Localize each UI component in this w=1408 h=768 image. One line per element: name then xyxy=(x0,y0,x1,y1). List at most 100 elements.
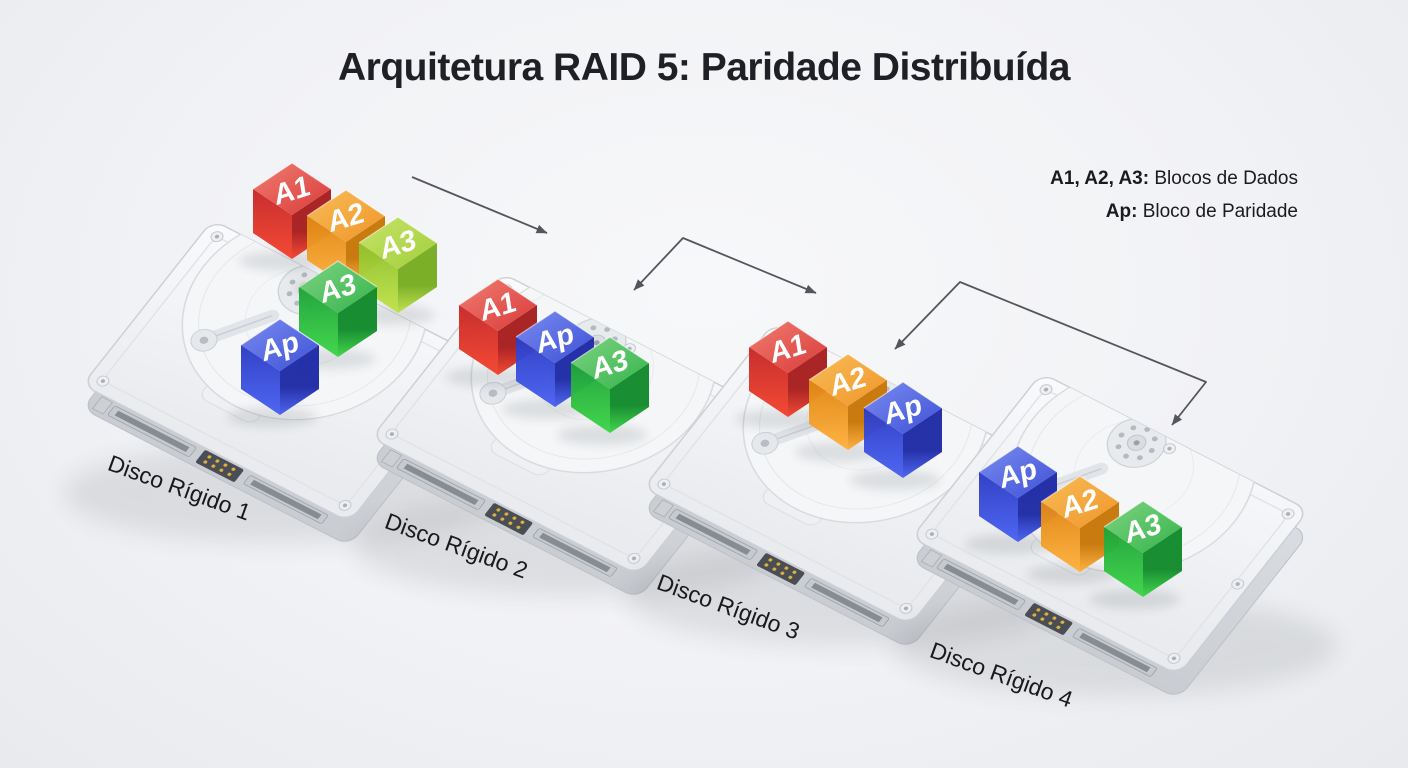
cube-top-highlight xyxy=(1040,475,1120,503)
cube-top-highlight xyxy=(240,318,320,346)
cube-top-highlight xyxy=(358,216,438,244)
jumper-pin xyxy=(512,516,517,520)
actuator-pivot-screw xyxy=(760,439,770,447)
data-block-cube: Ap xyxy=(227,318,320,427)
jumper-block xyxy=(484,503,533,535)
corner-screw-dot xyxy=(100,379,106,383)
cube-left-face xyxy=(864,408,903,478)
cube-shadow xyxy=(735,409,825,429)
cube-shadow xyxy=(795,442,885,462)
mount-notch xyxy=(652,499,675,518)
jumper-pin xyxy=(516,525,521,529)
hub-bolt xyxy=(1118,432,1125,438)
power-slot xyxy=(250,479,322,520)
cube-left-face xyxy=(571,363,610,433)
cube-top-highlight xyxy=(748,320,828,348)
cube-shadow xyxy=(557,425,647,445)
corner-screw-dot xyxy=(1171,656,1177,661)
jumper-pin xyxy=(504,512,509,516)
corner-screw-dot xyxy=(929,532,935,536)
cube-shadow xyxy=(965,534,1055,554)
power-slot xyxy=(811,582,883,623)
corner-screw-dot xyxy=(214,234,220,239)
mount-notch xyxy=(920,549,943,568)
hub-bolt xyxy=(1115,444,1122,450)
legend-parity-desc: Bloco de Paridade xyxy=(1142,201,1298,222)
jumper-pin xyxy=(768,558,773,562)
jumper-pin xyxy=(784,566,789,570)
jumper-pin xyxy=(223,463,228,467)
hub-center-dot xyxy=(1133,440,1140,446)
hub-bolt xyxy=(1123,453,1130,459)
sata-slot xyxy=(403,463,479,505)
cube-top-highlight xyxy=(252,162,332,190)
jumper-pin xyxy=(231,467,236,471)
cube-left-face xyxy=(253,189,292,259)
corner-screw-dot xyxy=(631,556,637,561)
corner-screw-dot xyxy=(389,432,395,436)
hub-bolt xyxy=(289,279,296,285)
cube-shadow xyxy=(1027,564,1117,584)
corner-screw-dot xyxy=(903,606,909,611)
sata-slot xyxy=(675,513,751,555)
jumper-pin xyxy=(508,521,513,525)
cube-shadow xyxy=(850,470,940,490)
jumper-pin xyxy=(492,513,497,517)
corner-screw-dot xyxy=(1285,512,1291,516)
legend-line-data: A1, A2, A3: Blocos de Dados xyxy=(1050,162,1298,195)
power-slot xyxy=(1079,632,1151,673)
cube-left-face xyxy=(749,347,788,417)
sata-slot xyxy=(114,410,190,452)
data-block-cube: A1 xyxy=(239,162,332,271)
jumper-pin xyxy=(227,472,232,476)
legend: A1, A2, A3: Blocos de Dados Ap: Bloco de… xyxy=(1050,162,1298,228)
sata-slot xyxy=(943,563,1019,605)
jumper-pin xyxy=(1032,613,1037,617)
cube-top-highlight xyxy=(863,381,943,409)
cube-left-face xyxy=(241,345,280,415)
cube-right-face xyxy=(1143,527,1182,597)
jumper-pin xyxy=(1056,625,1061,629)
stripe-arrow-1 xyxy=(411,176,548,234)
hub-bolt xyxy=(1148,448,1155,454)
hub-center-dot xyxy=(593,340,600,346)
mount-notch xyxy=(91,396,114,415)
jumper-pin xyxy=(219,468,224,472)
cube-top-highlight xyxy=(1103,500,1183,528)
cube-right-face xyxy=(280,345,319,415)
jumper-pin xyxy=(792,570,797,574)
cube-left-face xyxy=(1041,502,1080,572)
cube-left-face xyxy=(299,287,338,357)
jumper-block xyxy=(756,553,805,585)
power-slot xyxy=(539,532,611,573)
spindle-hub xyxy=(1106,417,1167,468)
stripe-arrow-2 xyxy=(633,237,817,294)
jumper-block xyxy=(1024,603,1073,635)
cube-top-highlight xyxy=(306,189,386,217)
cube-left-face xyxy=(979,472,1018,542)
data-block-cube: A3 xyxy=(557,336,650,445)
cube-shadow xyxy=(227,407,317,427)
data-block-cube: A2 xyxy=(1027,475,1120,584)
cube-top-highlight xyxy=(515,310,595,338)
data-block-cube: A3 xyxy=(1090,500,1183,609)
jumper-pin xyxy=(772,567,777,571)
cube-right-face xyxy=(1080,502,1119,572)
jumper-pin xyxy=(211,464,216,468)
cube-right-face xyxy=(903,408,942,478)
corner-screw-dot xyxy=(1167,446,1172,451)
data-block-cube: Ap xyxy=(850,381,943,490)
legend-line-parity: Ap: Bloco de Paridade xyxy=(1050,195,1298,228)
data-block-cube: A3 xyxy=(285,260,378,369)
hub-bolt xyxy=(294,300,301,306)
cube-shadow xyxy=(239,251,329,271)
cube-left-face xyxy=(359,243,398,313)
legend-data-desc: Blocos de Dados xyxy=(1154,168,1298,189)
hub-bolt xyxy=(301,272,308,278)
jumper-pin xyxy=(764,563,769,567)
jumper-pin xyxy=(203,460,208,464)
data-block-cube: Ap xyxy=(965,445,1058,554)
actuator-pivot-screw xyxy=(199,336,209,344)
